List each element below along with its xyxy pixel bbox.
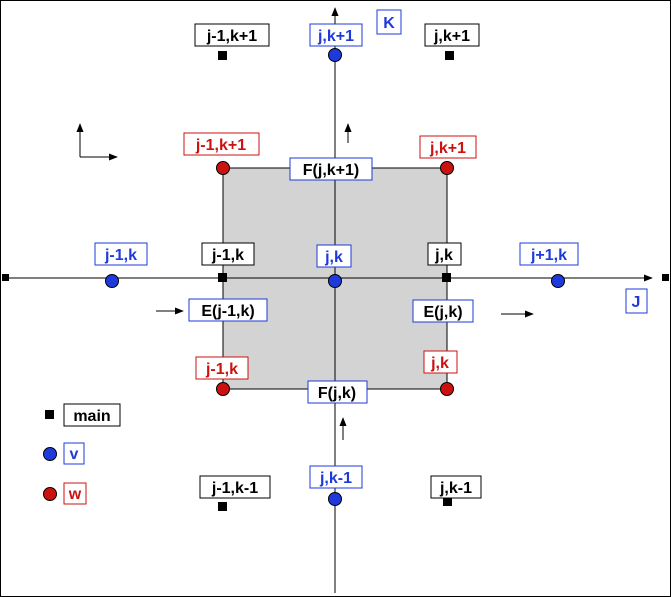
- legend-v-marker: [43, 447, 57, 461]
- k-axis-label: K: [383, 15, 395, 32]
- main-label-top-left: j-1,k+1: [206, 28, 257, 45]
- main-label-mid-right: j,k: [434, 247, 453, 264]
- main-point-bottom-right: [443, 497, 452, 506]
- w-point-top-left: [216, 161, 230, 175]
- main-label-mid-left: j-1,k: [211, 247, 244, 264]
- main-point-bottom-left: [218, 502, 227, 511]
- main-label-bottom-right: j,k-1: [439, 480, 472, 497]
- legend-main-marker: [45, 410, 54, 419]
- legend-main-label: main: [73, 408, 110, 425]
- v-point-center: [328, 274, 342, 288]
- legend-v-label: v: [70, 446, 79, 463]
- v-point-bottom: [328, 492, 342, 506]
- j-axis-end-marker: [662, 274, 669, 281]
- legend-w-marker: [43, 487, 57, 501]
- w-label-top-right: j,k+1: [429, 140, 466, 157]
- w-label-top-left: j-1,k+1: [195, 137, 246, 154]
- v-label-left: j-1,k: [104, 247, 137, 264]
- main-point-mid-left: [218, 273, 227, 282]
- flux-label-e-right: E(j,k): [423, 304, 462, 321]
- v-label-right: j+1,k: [530, 247, 567, 264]
- flux-label-e-left: E(j-1,k): [201, 303, 254, 320]
- main-label-top-right: j,k+1: [433, 28, 470, 45]
- flux-label-f-bottom: F(j,k): [318, 385, 356, 402]
- w-point-bottom-right: [440, 382, 454, 396]
- w-point-bottom-left: [216, 382, 230, 396]
- v-point-left: [105, 274, 119, 288]
- flux-label-f-top: F(j,k+1): [303, 162, 359, 179]
- legend-w-label: w: [68, 486, 82, 503]
- main-point-top-right: [445, 51, 454, 60]
- w-label-bottom-left: j-1,k: [205, 361, 238, 378]
- v-label-bottom: j,k-1: [319, 470, 352, 487]
- v-label-center: j,k: [324, 249, 343, 266]
- v-label-top: j,k+1: [317, 28, 354, 45]
- j-axis-start-marker: [2, 274, 9, 281]
- j-axis-label: J: [632, 294, 641, 311]
- main-point-top-left: [218, 51, 227, 60]
- main-point-mid-right: [442, 273, 451, 282]
- w-label-bottom-right: j,k: [430, 355, 449, 372]
- w-point-top-right: [440, 161, 454, 175]
- v-point-top: [328, 48, 342, 62]
- v-point-right: [551, 274, 565, 288]
- main-label-bottom-left: j-1,k-1: [211, 480, 258, 497]
